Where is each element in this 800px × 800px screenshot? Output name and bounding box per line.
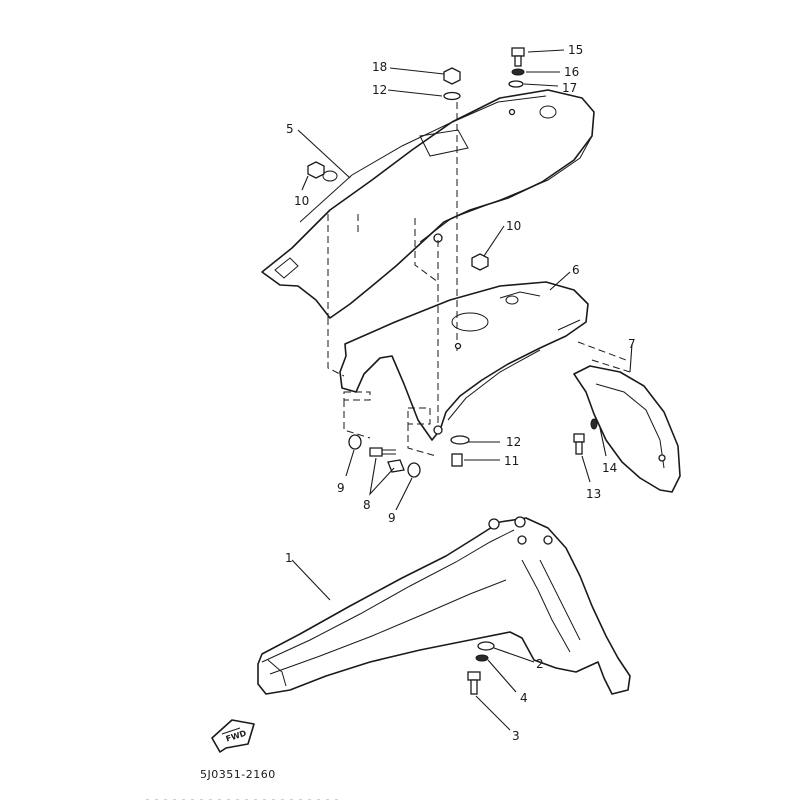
nut-10-right-icon [471,253,489,271]
hardware-items [307,47,598,695]
screw-8-icon [369,447,383,457]
callout-7: 7 [628,337,636,351]
fwd-label: FWD [225,729,248,744]
callout-18: 18 [372,60,387,74]
inner-fender-part [339,281,589,441]
callout-16: 16 [564,65,579,79]
bolt-15-icon [511,47,525,57]
front-fender-part [257,516,631,695]
spring-14-icon [590,418,598,430]
washer-4-icon [475,654,489,662]
callout-10-left: 10 [294,194,309,208]
collar-2-icon [477,641,495,651]
spring-washer-16-icon [511,68,525,76]
callout-6: 6 [572,263,580,277]
callout-1: 1 [285,551,293,565]
nut-10-left-icon [307,161,325,179]
callout-8: 8 [363,498,371,512]
callout-12-bottom: 12 [506,435,521,449]
callout-14: 14 [602,461,617,475]
assembly-guide-lines [327,102,631,457]
washer-12-top-icon [443,91,461,101]
callout-4: 4 [520,691,528,705]
washer-9-left-icon [348,434,362,450]
leader-lines [291,49,633,731]
side-flap-part [573,365,681,493]
drawing-code: 5J0351-2160 [200,768,276,781]
washer-12-bottom-icon [450,435,470,445]
callout-3: 3 [512,729,520,743]
rear-fender-part [261,89,595,319]
callout-13: 13 [586,487,601,501]
callout-17: 17 [562,81,577,95]
nut-18-icon [443,67,461,85]
callout-9-right: 9 [388,511,396,525]
callout-15: 15 [568,43,583,57]
washer-9-right-icon [407,462,421,478]
callout-12-top: 12 [372,83,387,97]
washer-17-icon [508,80,524,88]
callout-9-left: 9 [337,481,345,495]
callout-11: 11 [504,454,519,468]
bolt-11-icon [451,453,463,467]
callout-5: 5 [286,122,294,136]
callout-2: 2 [536,657,544,671]
bolt-13-icon [573,433,585,443]
fwd-arrow-icon: FWD [211,719,255,753]
callout-10-right: 10 [506,219,521,233]
bolt-3-icon [467,671,481,681]
callout-labels: 18 12 15 16 17 5 10 10 6 7 12 11 14 13 9… [285,43,636,743]
